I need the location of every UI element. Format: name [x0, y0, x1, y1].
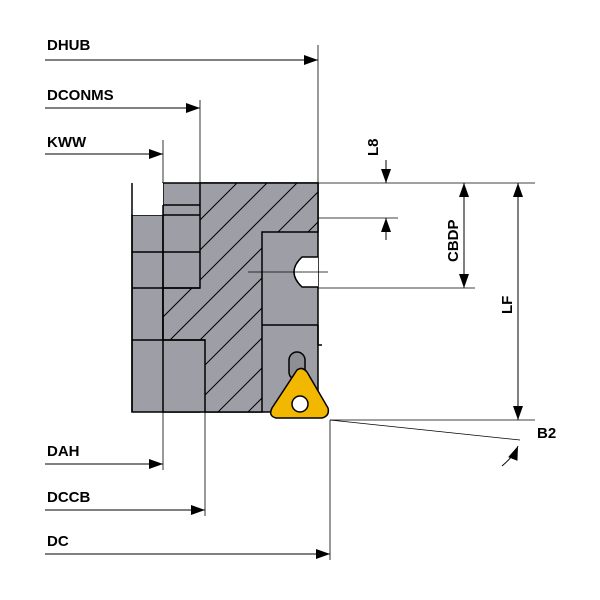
label-l8: L8 [365, 138, 382, 156]
extension-lines [162, 45, 535, 560]
label-dhub: DHUB [47, 37, 90, 54]
label-dah: DAH [47, 443, 80, 460]
hatched-section [163, 183, 318, 412]
label-dc: DC [47, 533, 69, 550]
label-b2: B2 [537, 425, 556, 442]
label-dccb: DCCB [47, 489, 90, 506]
b2-arc-arrow [501, 445, 519, 467]
insert-hole [291, 395, 309, 413]
tool-body [131, 182, 328, 413]
kww-notch [132, 183, 163, 215]
label-kww: KWW [47, 134, 87, 151]
insert-triangle [269, 367, 330, 419]
label-dconms: DCONMS [47, 87, 114, 104]
label-lf: LF [499, 296, 516, 314]
label-cbdp: CBDP [445, 219, 462, 262]
